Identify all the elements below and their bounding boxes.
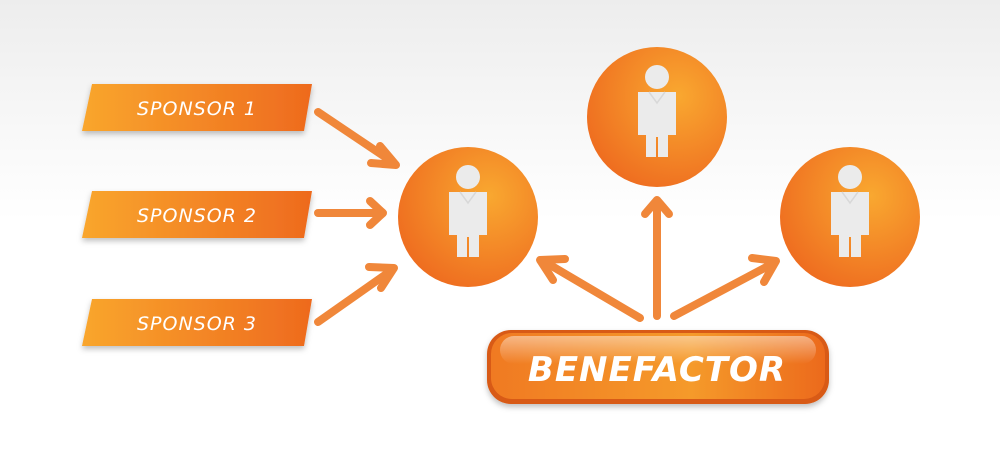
sponsor-banner-1: SPONSOR 1 <box>82 84 312 131</box>
sponsor-label-2: SPONSOR 2 <box>137 205 257 227</box>
sponsor-label-1: SPONSOR 1 <box>137 98 257 120</box>
benefactor-badge: BENEFACTOR <box>487 330 829 404</box>
beneficiary-node-top <box>587 47 727 187</box>
arrow-sponsor3-to-recipient <box>314 263 398 326</box>
beneficiary-node-right <box>780 147 920 287</box>
benefactor-label: BENEFACTOR <box>528 350 786 390</box>
recipient-node <box>398 147 538 287</box>
sponsor-label-3: SPONSOR 3 <box>137 313 257 335</box>
arrow-sponsor2-to-recipient <box>314 197 387 229</box>
sponsor-banner-3: SPONSOR 3 <box>82 299 312 346</box>
arrow-benefactor-to-recipient <box>536 255 644 322</box>
arrow-sponsor1-to-recipient <box>314 108 400 169</box>
arrow-benefactor-to-top-node <box>641 196 673 320</box>
arrow-benefactor-to-right-node <box>670 254 780 320</box>
sponsor-banner-2: SPONSOR 2 <box>82 191 312 238</box>
